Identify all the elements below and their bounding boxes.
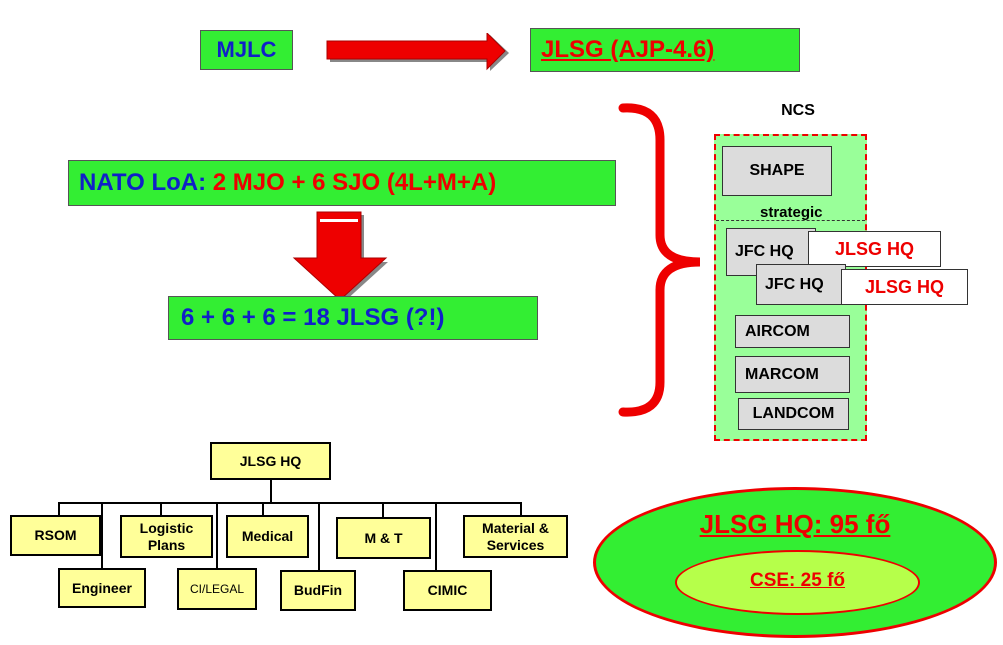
- jfc-hq-label-1: JFC HQ: [735, 243, 794, 260]
- down-arrow-icon: [292, 211, 388, 302]
- org-unit-budfin: BudFin: [280, 570, 356, 611]
- jlsg-ajp-box: JLSG (AJP-4.6): [530, 28, 800, 72]
- org-unit-m-t: M & T: [336, 517, 431, 559]
- org-root-label: JLSG HQ: [239, 452, 302, 469]
- org-unit-logistic-plans: Logistic Plans: [120, 515, 213, 558]
- org-unit-rsom: RSOM: [10, 515, 101, 556]
- org-trunk-line: [270, 480, 272, 503]
- org-unit-engineer: Engineer: [58, 568, 146, 608]
- cse-staff-ellipse: [675, 550, 920, 615]
- org-unit-logistic-label-2: Plans: [147, 536, 186, 553]
- ncs-title: NCS: [781, 102, 815, 119]
- jlsg-hq-staff-label: JLSG HQ: 95 fő: [699, 509, 891, 539]
- strategic-divider: [716, 220, 865, 221]
- org-branch-line: [58, 502, 60, 516]
- strategic-label: strategic: [760, 204, 823, 221]
- curly-brace-icon: [618, 103, 701, 417]
- jlsg-hq-label-2: JLSG HQ: [864, 276, 944, 297]
- org-unit-medical: Medical: [226, 515, 309, 558]
- nato-loa-formula: 2 MJO + 6 SJO (4L+M+A): [206, 169, 497, 196]
- jlsg-hq-box-2: JLSG HQ: [841, 269, 968, 305]
- right-arrow-icon: [326, 33, 509, 71]
- shape-label: SHAPE: [749, 162, 805, 179]
- cse-staff-label: CSE: 25 fő: [749, 570, 846, 591]
- org-unit-m-t-label: M & T: [364, 529, 403, 546]
- jlsg-ajp-label: JLSG (AJP-4.6): [541, 36, 715, 63]
- aircom-label: AIRCOM: [745, 322, 810, 340]
- org-branch-line: [382, 502, 384, 518]
- org-bus-line: [58, 502, 522, 504]
- org-branch-line: [262, 502, 264, 516]
- org-branch-line: [160, 502, 162, 516]
- org-unit-logistic-label-1: Logistic: [139, 519, 194, 536]
- jlsg-count-label: 6 + 6 + 6 = 18 JLSG (?!): [181, 304, 445, 331]
- nato-loa-box: NATO LoA: 2 MJO + 6 SJO (4L+M+A): [68, 160, 616, 206]
- org-unit-medical-label: Medical: [241, 528, 294, 545]
- landcom-box: LANDCOM: [738, 398, 849, 430]
- shape-box: SHAPE: [722, 146, 832, 196]
- jlsg-hq-label-1: JLSG HQ: [834, 238, 914, 259]
- jfc-hq-box-2: JFC HQ: [756, 264, 846, 305]
- marcom-box: MARCOM: [735, 356, 850, 393]
- mjlc-label: MJLC: [216, 37, 277, 62]
- nato-loa-prefix: NATO LoA:: [79, 169, 207, 196]
- jfc-hq-label-2: JFC HQ: [765, 275, 824, 293]
- org-unit-ci-legal-label: CI/LEGAL: [189, 581, 245, 596]
- org-unit-cimic-label: CIMIC: [427, 582, 468, 599]
- org-unit-engineer-label: Engineer: [72, 579, 132, 596]
- jlsg-count-box: 6 + 6 + 6 = 18 JLSG (?!): [168, 296, 538, 340]
- org-unit-material-services: Material & Services: [463, 515, 568, 558]
- org-branch-line: [318, 502, 320, 570]
- org-branch-line: [435, 502, 437, 570]
- org-branch-line: [520, 502, 522, 516]
- landcom-label: LANDCOM: [752, 405, 835, 422]
- org-unit-rsom-label: RSOM: [34, 527, 77, 544]
- org-unit-cimic: CIMIC: [403, 570, 492, 611]
- mjlc-box: MJLC: [200, 30, 293, 70]
- aircom-box: AIRCOM: [735, 315, 850, 348]
- marcom-label: MARCOM: [745, 365, 819, 383]
- org-unit-ci-legal: CI/LEGAL: [177, 568, 257, 610]
- org-unit-budfin-label: BudFin: [293, 582, 343, 599]
- org-branch-line: [101, 502, 103, 568]
- org-root-box: JLSG HQ: [210, 442, 331, 480]
- org-branch-line: [216, 502, 218, 568]
- org-unit-material-label-2: Services: [486, 536, 545, 553]
- jlsg-hq-box-1: JLSG HQ: [808, 231, 941, 267]
- org-unit-material-label-1: Material &: [482, 519, 549, 536]
